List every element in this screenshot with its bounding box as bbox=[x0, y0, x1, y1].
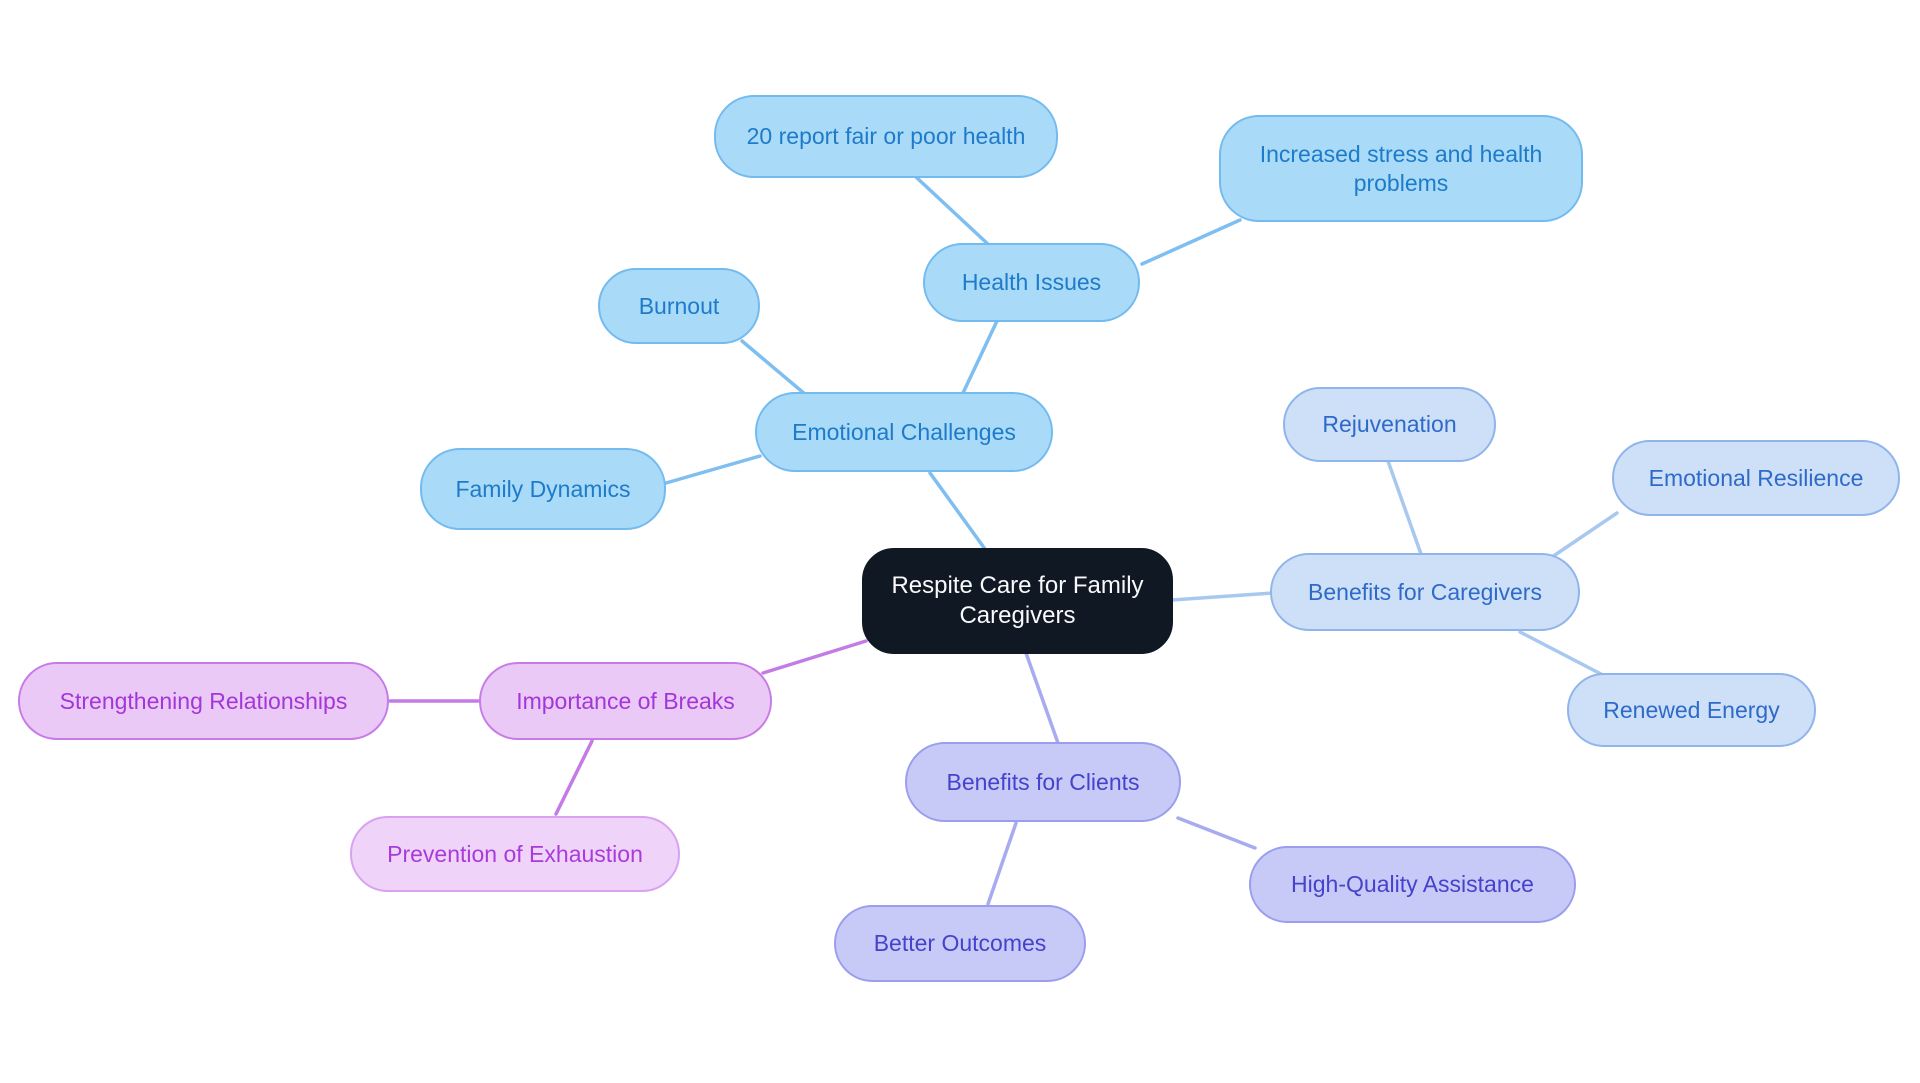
node-benefits-for-caregivers[interactable]: Benefits for Caregivers bbox=[1270, 553, 1580, 631]
edge-center-to-benefits-clients bbox=[1024, 651, 1060, 745]
node-emotional-challenges[interactable]: Emotional Challenges bbox=[755, 392, 1053, 472]
edge-emotional-challenges-to-health-issues bbox=[961, 319, 999, 395]
node-high-quality-assistance[interactable]: High-Quality Assistance bbox=[1249, 846, 1576, 923]
node-importance-of-breaks[interactable]: Importance of Breaks bbox=[479, 662, 772, 740]
edge-benefits-caregivers-to-rejuvenation bbox=[1386, 459, 1423, 556]
node-prevention-of-exhaustion[interactable]: Prevention of Exhaustion bbox=[350, 816, 680, 892]
node-strengthening-relationships[interactable]: Strengthening Relationships bbox=[18, 662, 389, 740]
node-benefits-for-clients[interactable]: Benefits for Clients bbox=[905, 742, 1181, 822]
edge-health-issues-to-report-health bbox=[914, 175, 992, 248]
edge-benefits-caregivers-to-emotional-resilience bbox=[1550, 511, 1619, 559]
edge-benefits-clients-to-better-outcomes bbox=[986, 821, 1018, 906]
node-burnout[interactable]: Burnout bbox=[598, 268, 760, 344]
node-better-outcomes[interactable]: Better Outcomes bbox=[834, 905, 1086, 982]
node-renewed-energy[interactable]: Renewed Energy bbox=[1567, 673, 1816, 747]
edge-emotional-challenges-to-family-dynamics bbox=[664, 454, 762, 485]
edge-emotional-challenges-to-burnout bbox=[740, 339, 814, 402]
edge-center-to-importance-breaks bbox=[761, 639, 868, 675]
edge-benefits-clients-to-high-quality-assistance bbox=[1176, 816, 1257, 850]
node-emotional-resilience[interactable]: Emotional Resilience bbox=[1612, 440, 1900, 516]
edge-importance-breaks-to-prevention-exhaustion bbox=[554, 739, 594, 816]
node-family-dynamics[interactable]: Family Dynamics bbox=[420, 448, 666, 530]
node-rejuvenation[interactable]: Rejuvenation bbox=[1283, 387, 1496, 462]
edge-center-to-benefits-caregivers bbox=[1170, 591, 1274, 602]
node-increased-stress[interactable]: Increased stress and health problems bbox=[1219, 115, 1583, 222]
node-respite-care-center[interactable]: Respite Care for Family Caregivers bbox=[862, 548, 1173, 654]
edge-health-issues-to-increased-stress bbox=[1140, 218, 1242, 266]
edge-center-to-emotional-challenges bbox=[928, 471, 987, 551]
edge-benefits-caregivers-to-renewed-energy bbox=[1518, 630, 1603, 676]
node-report-fair-or-poor-health[interactable]: 20 report fair or poor health bbox=[714, 95, 1058, 178]
node-health-issues[interactable]: Health Issues bbox=[923, 243, 1140, 322]
